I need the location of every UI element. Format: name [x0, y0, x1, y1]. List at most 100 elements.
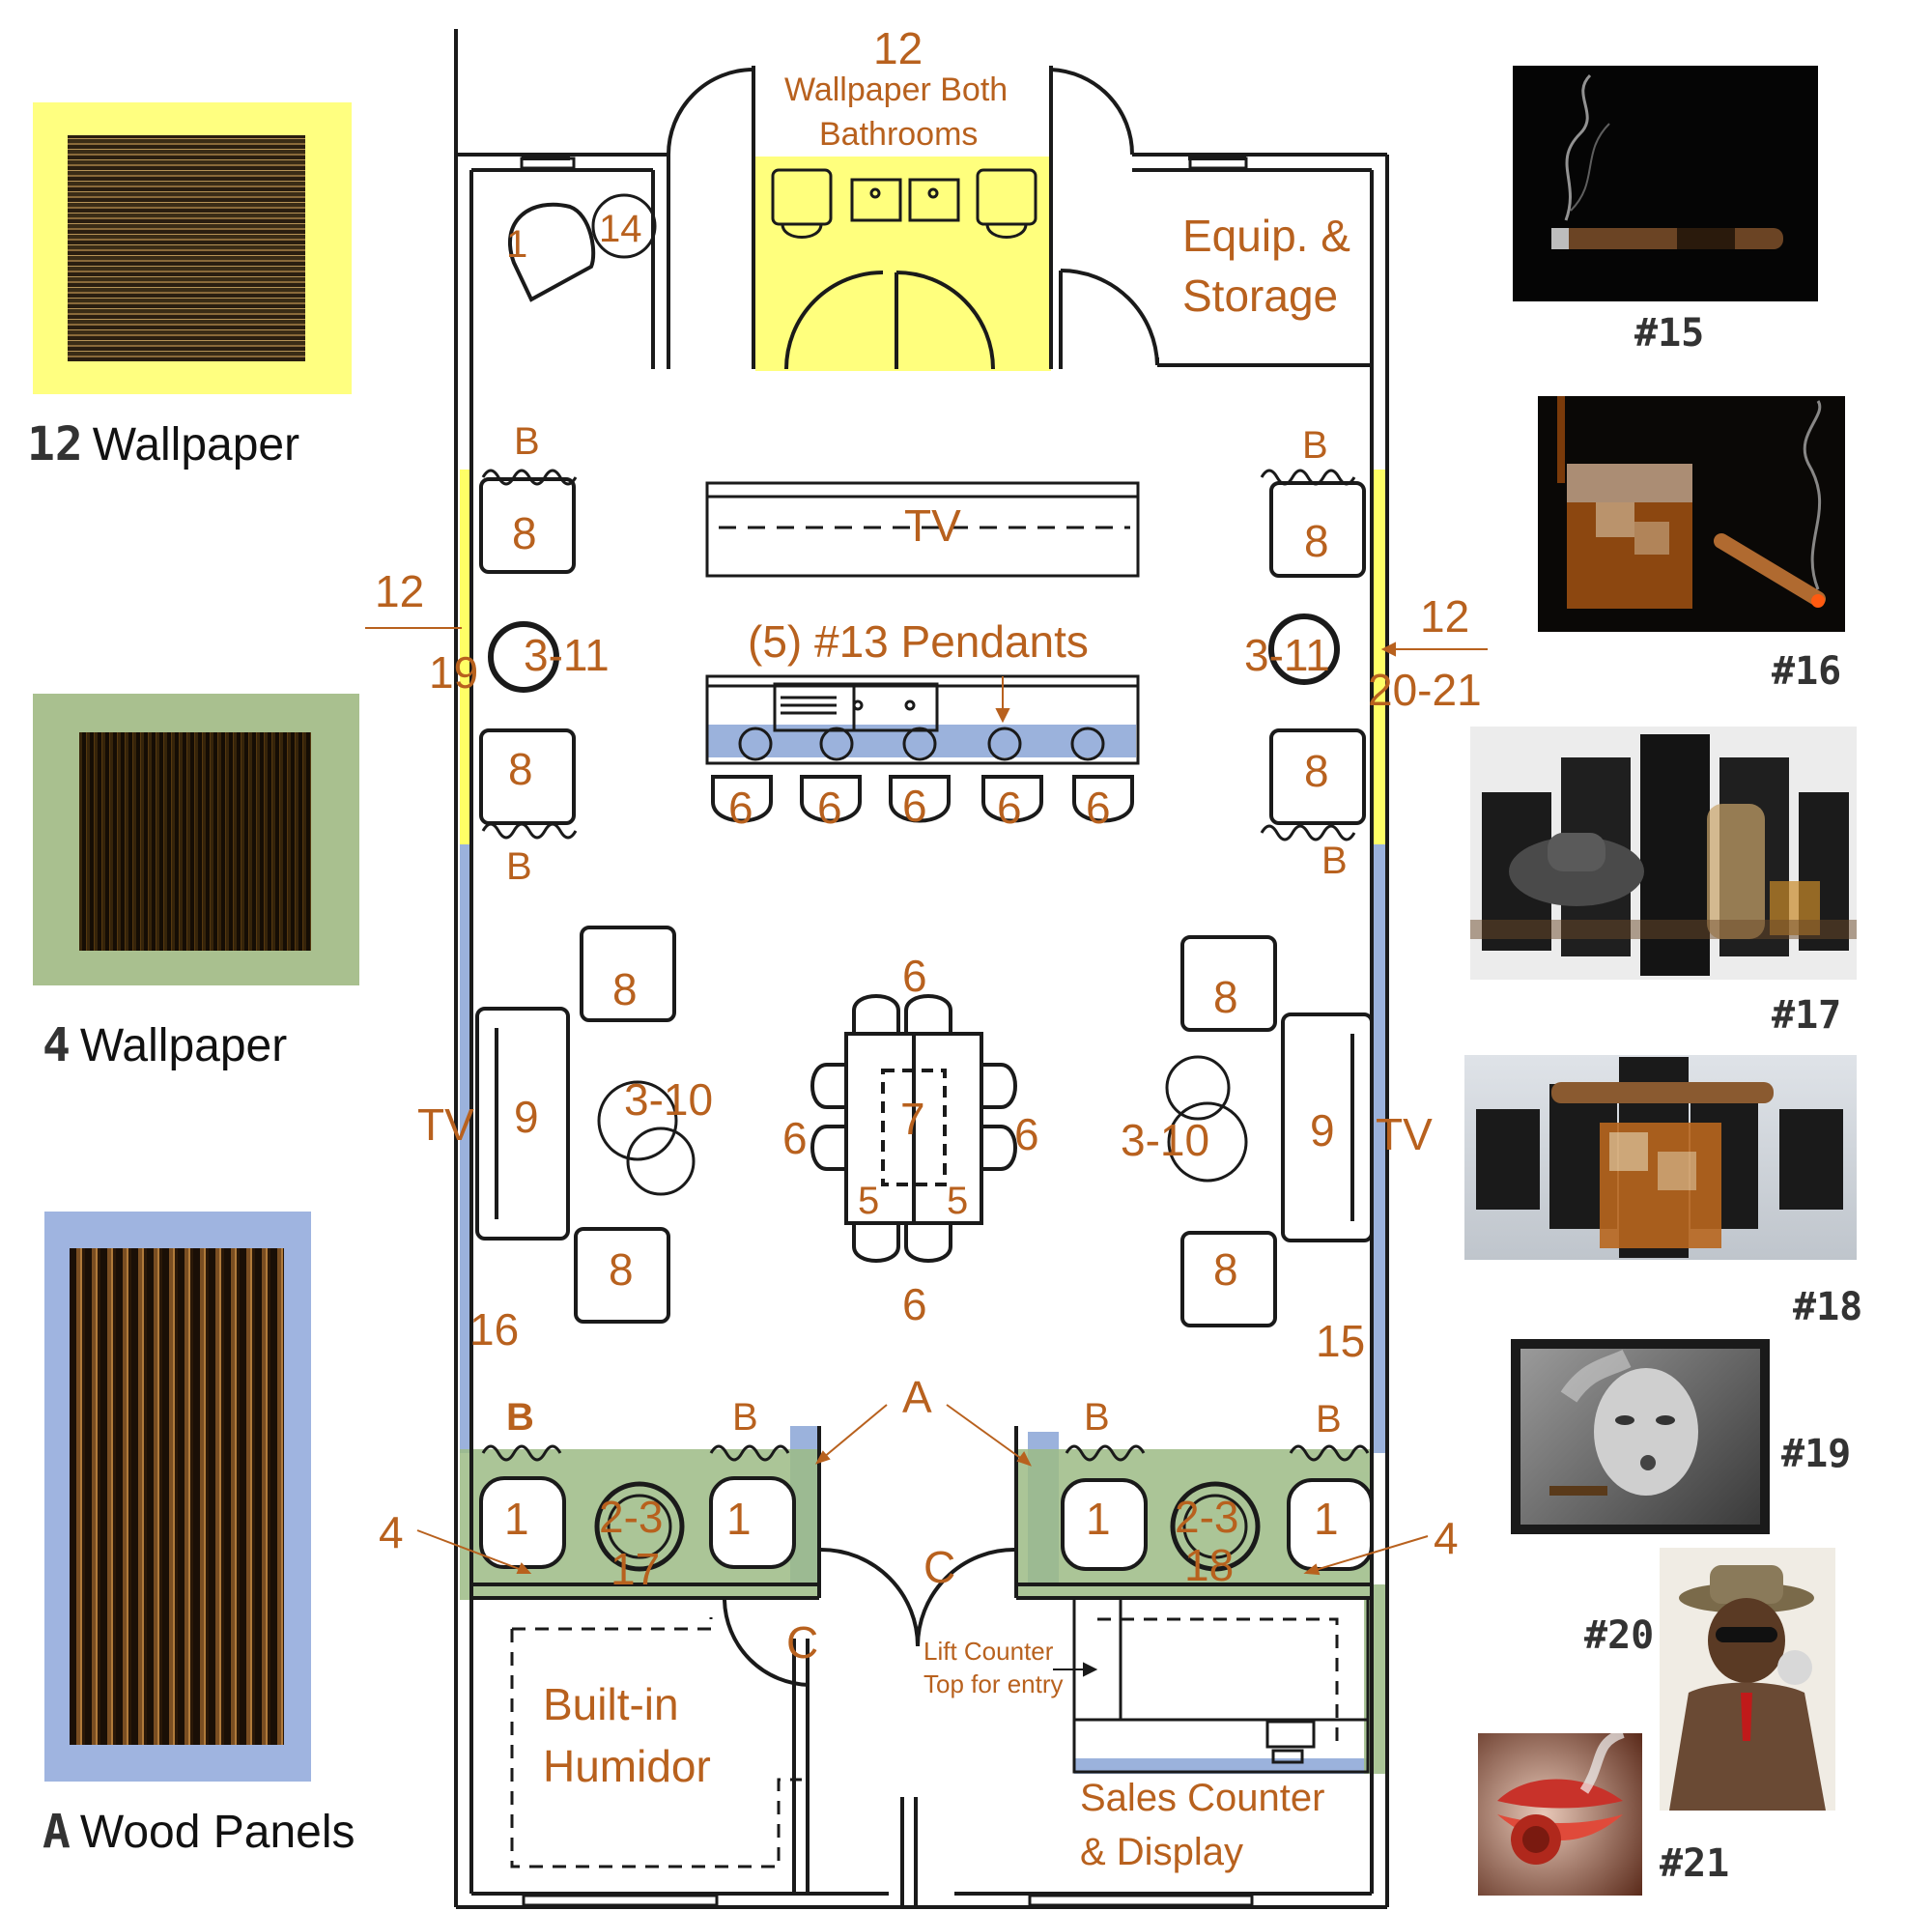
- label-dining-6-bottom: 6: [902, 1279, 927, 1329]
- label-art-19: 19: [429, 647, 478, 698]
- label-table-3-10-left: 3-10: [624, 1074, 713, 1125]
- label-table-3-11-left: 3-11: [524, 630, 610, 680]
- label-chair-8-g: 8: [1213, 972, 1238, 1022]
- label-sales-2: & Display: [1080, 1831, 1243, 1873]
- windows: [520, 157, 1254, 1907]
- humidor: [510, 1617, 802, 1868]
- label-sofa-9-right: 9: [1310, 1105, 1335, 1155]
- whiskey-cigar-art-icon: [1557, 396, 1826, 609]
- label-club-chair-1-c: 1: [1086, 1494, 1111, 1544]
- swatch-wallpaper-12: [33, 102, 352, 394]
- label-art-20-21: 20-21: [1368, 665, 1482, 715]
- label-wall-4-right: 4: [1434, 1513, 1459, 1563]
- sofas: [475, 1007, 1374, 1242]
- label-stool-6-a: 6: [728, 783, 753, 833]
- left-wood-panel-strip: [460, 844, 471, 1453]
- label-end-chair-5-left: 5: [858, 1180, 879, 1222]
- label-club-chair-1-a: 1: [504, 1494, 529, 1544]
- label-art-16: 16: [469, 1304, 519, 1355]
- wallpaper-12-overlays: [460, 157, 1385, 844]
- label-table-2-3-right: 2-3: [1175, 1492, 1238, 1542]
- label-sales-1: Sales Counter: [1080, 1777, 1324, 1819]
- artwork-label-15: #15: [1634, 311, 1705, 356]
- swatch-wallpaper-4: [33, 694, 359, 985]
- artwork-16: [1538, 396, 1845, 632]
- label-chair-8-c: 8: [1304, 516, 1329, 566]
- label-table-3-11-right: 3-11: [1244, 630, 1330, 680]
- label-stool-6-e: 6: [1086, 783, 1111, 833]
- label-dining-6-top: 6: [902, 951, 927, 1001]
- label-table-3-10-right: 3-10: [1121, 1115, 1209, 1165]
- label-dining-table-7: 7: [900, 1094, 925, 1144]
- label-b-bottom-1: B: [506, 1396, 534, 1439]
- label-a-entry: A: [902, 1372, 932, 1422]
- label-stool-6-c: 6: [902, 781, 927, 831]
- label-top-12: 12: [873, 23, 923, 73]
- label-side-table-14: 14: [599, 208, 642, 250]
- artwork-label-19: #19: [1781, 1432, 1852, 1476]
- smoker-portrait-art-icon: [1549, 1349, 1698, 1496]
- label-tv-right: TV: [1376, 1109, 1433, 1159]
- rose-lips-art-icon: [1497, 1733, 1625, 1865]
- lounge-chairs: [479, 477, 1366, 1327]
- right-wood-panel-strip: [1374, 844, 1385, 1453]
- label-club-chair-1-d: 1: [1314, 1494, 1339, 1544]
- label-tv-left: TV: [417, 1099, 474, 1150]
- label-humidor-2: Humidor: [543, 1741, 711, 1791]
- artwork-20: [1660, 1548, 1835, 1811]
- label-tv-top: TV: [904, 500, 961, 551]
- left-wallpaper-strip: [460, 470, 471, 844]
- side-tables: [488, 193, 1340, 1572]
- bathroom-fixtures: [771, 168, 1037, 239]
- artwork-15: [1513, 66, 1818, 301]
- cigar-whiskey-panel-art-icon: [1476, 1057, 1843, 1258]
- left-bathroom-door: [784, 271, 884, 370]
- swatch-wallpaper-12-texture: [68, 135, 305, 361]
- artwork-18: [1464, 1055, 1857, 1260]
- label-lift-2: Top for entry: [923, 1669, 1064, 1698]
- humidor-door: [723, 1599, 810, 1687]
- artwork-label-16: #16: [1772, 649, 1842, 694]
- entry-door-left: [820, 1548, 920, 1647]
- label-art-15: 15: [1316, 1316, 1365, 1366]
- storage-door: [1060, 269, 1159, 366]
- label-dining-6-right: 6: [1014, 1109, 1039, 1159]
- label-art-17: 17: [611, 1544, 660, 1594]
- swatch-wallpaper-4-texture: [79, 732, 311, 951]
- label-chair-8-d: 8: [1304, 746, 1329, 796]
- label-stool-6-d: 6: [997, 783, 1022, 833]
- label-b-mid-left: B: [506, 845, 532, 888]
- label-storage-1: Equip. &: [1182, 211, 1350, 261]
- cigar-smoke-art-icon: [1551, 73, 1783, 249]
- label-chair-8-a: 8: [512, 508, 537, 558]
- sales-counter: [1072, 1596, 1370, 1774]
- label-chair-8-b: 8: [508, 744, 533, 794]
- drapery-marks: [481, 469, 1370, 1462]
- label-storage-2: Storage: [1182, 271, 1338, 321]
- swatch-wood-panels-a: [44, 1212, 311, 1782]
- label-wall-12-right: 12: [1420, 591, 1469, 642]
- label-bathroom-note-1: Wallpaper Both: [784, 71, 1008, 108]
- artwork-label-17: #17: [1772, 993, 1842, 1038]
- swatch-wood-panels-a-texture: [70, 1248, 284, 1745]
- label-bathroom-note-2: Bathrooms: [819, 116, 978, 153]
- label-wall-12-left: 12: [375, 566, 424, 616]
- entry-door-right: [916, 1548, 1015, 1647]
- artwork-label-20: #20: [1584, 1613, 1655, 1658]
- artwork-17: [1470, 727, 1857, 980]
- label-chair-8-h: 8: [1213, 1244, 1238, 1295]
- label-wall-4-left: 4: [379, 1507, 404, 1557]
- bathroom-wallpaper-area: [755, 157, 1051, 371]
- label-lift-1: Lift Counter: [923, 1637, 1054, 1666]
- label-sofa-9-left: 9: [514, 1092, 539, 1142]
- label-art-18: 18: [1184, 1540, 1234, 1590]
- artwork-label-18: #18: [1793, 1285, 1863, 1329]
- label-c-humidor: C: [786, 1617, 818, 1668]
- label-c-entry: C: [923, 1542, 955, 1592]
- bar-counter: [705, 674, 1140, 765]
- label-dining-6-left: 6: [782, 1113, 808, 1163]
- label-end-chair-5-right: 5: [947, 1180, 968, 1222]
